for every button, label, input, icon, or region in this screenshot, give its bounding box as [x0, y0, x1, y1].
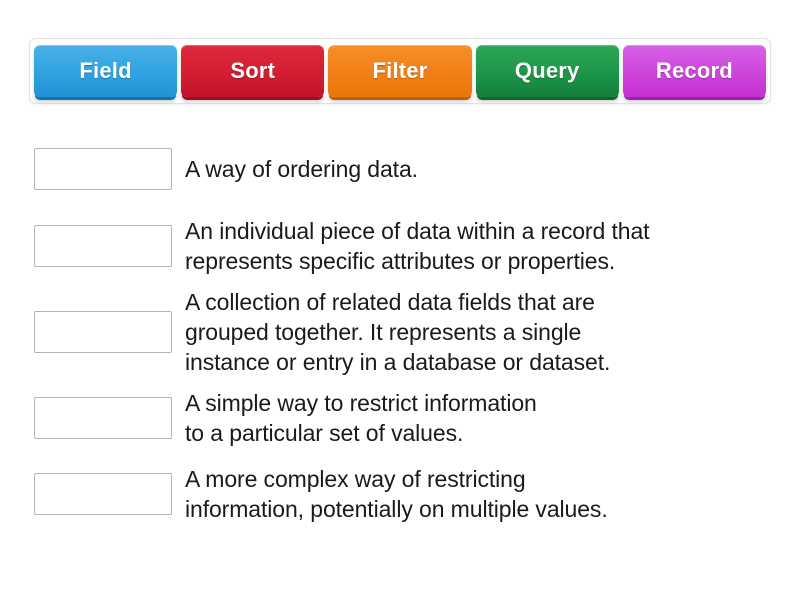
- answer-tile-record[interactable]: Record: [622, 45, 767, 97]
- definition-text: A more complex way of restricting inform…: [185, 466, 608, 522]
- question-row: A simple way to restrict information to …: [34, 380, 774, 456]
- answer-tile-label: Field: [79, 58, 132, 83]
- answer-drop-slot[interactable]: [34, 225, 172, 267]
- definition-text: A way of ordering data.: [185, 156, 418, 182]
- answer-tiles-tray: Field Sort Filter Query Record: [29, 38, 771, 104]
- answer-tile-field[interactable]: Field: [34, 45, 178, 97]
- answer-tile-label: Sort: [230, 58, 276, 83]
- answer-tile-query[interactable]: Query: [475, 45, 619, 97]
- question-row: A more complex way of restricting inform…: [34, 456, 774, 532]
- answer-drop-slot[interactable]: [34, 311, 172, 353]
- answer-tile-filter[interactable]: Filter: [328, 45, 472, 97]
- answer-tile-label: Filter: [372, 58, 428, 83]
- answer-tile-label: Query: [514, 58, 580, 83]
- definition-text: A simple way to restrict information to …: [185, 390, 537, 446]
- answer-drop-slot[interactable]: [34, 397, 172, 439]
- question-row: A collection of related data fields that…: [34, 284, 774, 380]
- answer-drop-slot[interactable]: [34, 473, 172, 515]
- question-row: An individual piece of data within a rec…: [34, 208, 774, 284]
- answer-drop-slot[interactable]: [34, 148, 172, 190]
- answer-tile-sort[interactable]: Sort: [181, 45, 325, 97]
- definition-text: An individual piece of data within a rec…: [185, 218, 650, 274]
- question-rows-list: A way of ordering data. An individual pie…: [34, 130, 774, 532]
- question-row: A way of ordering data.: [34, 130, 774, 208]
- definition-text: A collection of related data fields that…: [185, 289, 611, 375]
- answer-tile-label: Record: [655, 58, 733, 83]
